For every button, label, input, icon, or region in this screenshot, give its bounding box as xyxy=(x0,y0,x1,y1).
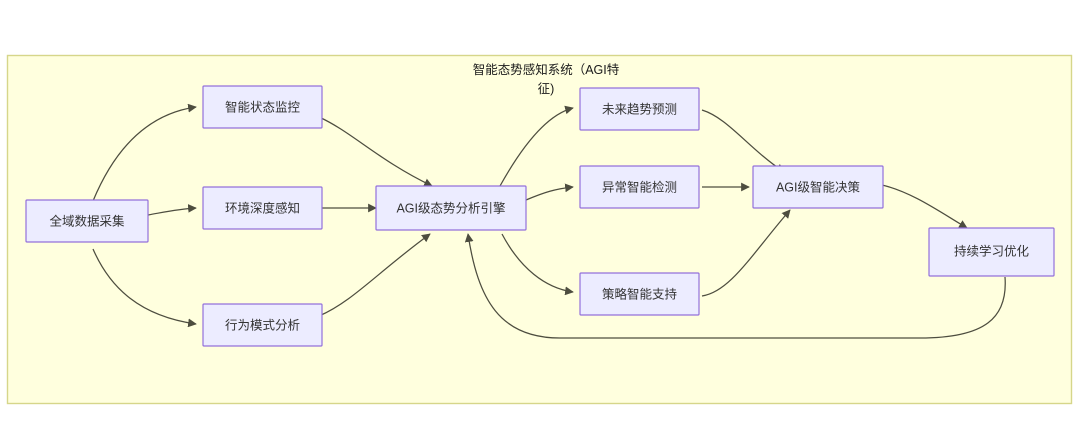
edge-collect-to-monitor xyxy=(92,103,197,202)
subgraph-title-line1: 智能态势感知系统（AGI特 xyxy=(473,62,620,77)
edge-learning-to-engine xyxy=(464,233,1006,339)
edge-trend-to-decision xyxy=(701,109,785,173)
node-label-strategy: 策略智能支持 xyxy=(602,286,677,301)
edge-layer xyxy=(92,103,1006,339)
node-behavior[interactable]: 行为模式分析 xyxy=(202,303,323,347)
edge-engine-to-strategy xyxy=(501,233,574,296)
subgraph-container xyxy=(6,54,1073,405)
node-label-sense: 环境深度感知 xyxy=(225,200,300,215)
node-label-collect: 全域数据采集 xyxy=(49,213,125,228)
node-label-decision: AGI级智能决策 xyxy=(776,179,861,194)
node-label-anomaly: 异常智能检测 xyxy=(602,179,677,194)
edge-strategy-to-decision xyxy=(701,209,791,297)
edge-collect-to-behavior xyxy=(92,248,197,328)
edge-collect-to-sense xyxy=(147,204,197,216)
node-sense[interactable]: 环境深度感知 xyxy=(202,186,323,230)
node-label-trend: 未来趋势预测 xyxy=(602,101,677,116)
node-label-learning: 持续学习优化 xyxy=(954,243,1030,258)
node-label-engine: AGI级态势分析引擎 xyxy=(396,200,505,215)
node-trend[interactable]: 未来趋势预测 xyxy=(579,87,700,131)
subgraph-title-line2: 征) xyxy=(538,82,555,96)
node-decision[interactable]: AGI级智能决策 xyxy=(752,165,884,209)
node-label-monitor: 智能状态监控 xyxy=(225,99,301,114)
node-strategy[interactable]: 策略智能支持 xyxy=(579,272,700,316)
edge-decision-to-learning xyxy=(881,184,968,229)
edge-behavior-to-engine xyxy=(318,233,431,317)
node-learning[interactable]: 持续学习优化 xyxy=(928,227,1055,277)
node-monitor[interactable]: 智能状态监控 xyxy=(202,85,323,129)
edge-monitor-to-engine xyxy=(318,116,433,187)
edge-engine-to-trend xyxy=(499,105,574,187)
node-anomaly[interactable]: 异常智能检测 xyxy=(579,165,700,209)
node-engine[interactable]: AGI级态势分析引擎 xyxy=(375,185,527,231)
edge-engine-to-anomaly xyxy=(525,183,574,201)
node-label-behavior: 行为模式分析 xyxy=(225,318,300,332)
node-collect[interactable]: 全域数据采集 xyxy=(25,199,149,243)
